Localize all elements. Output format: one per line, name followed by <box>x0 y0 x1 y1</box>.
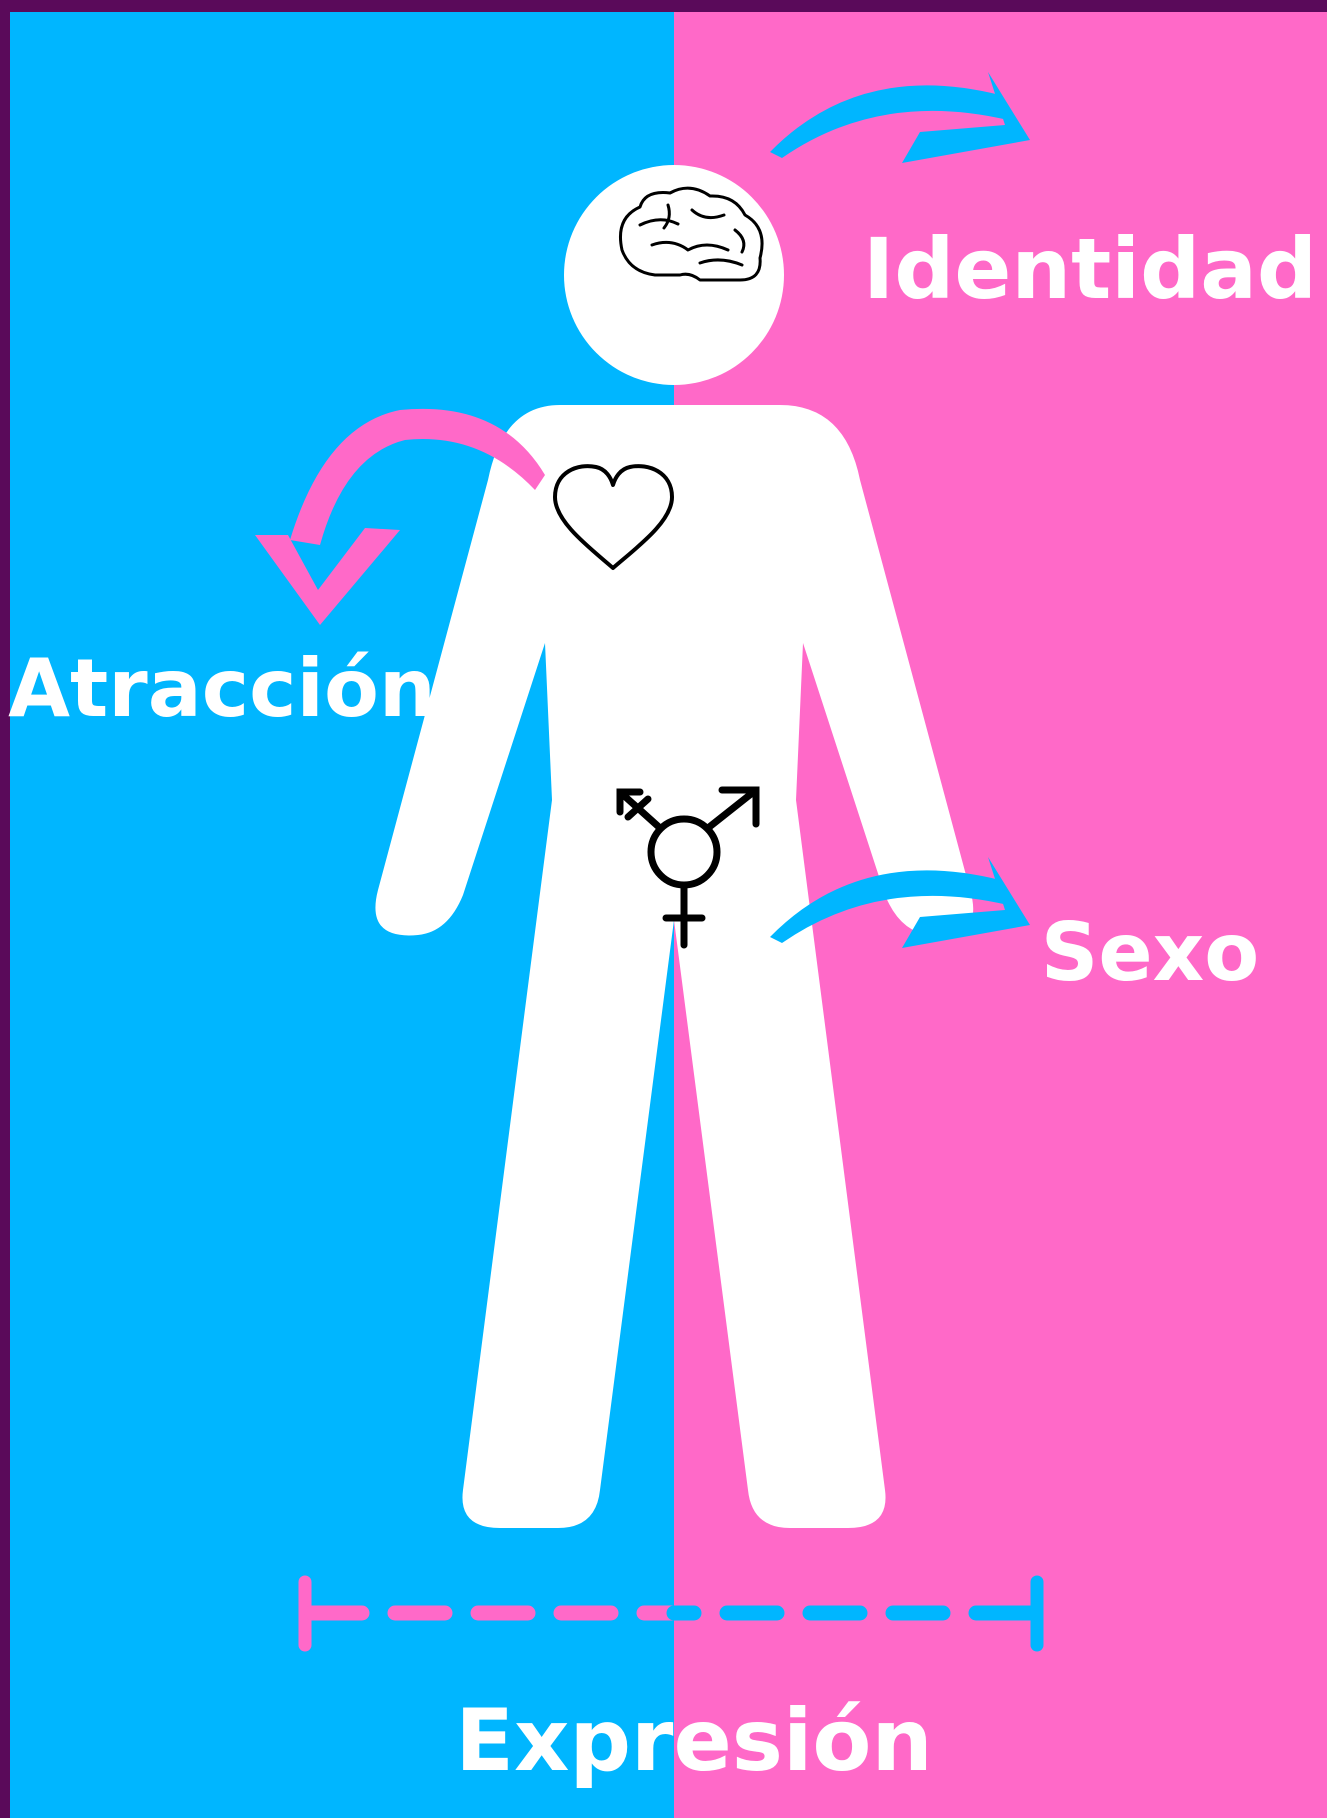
sex-arrow <box>770 857 1030 948</box>
attraction-arrow <box>255 408 545 625</box>
expression-label: Expresión <box>455 1691 933 1791</box>
attraction-label: Atracción <box>8 642 436 735</box>
sex-label: Sexo <box>1041 906 1259 999</box>
figure-body <box>375 405 974 1528</box>
expression-spectrum <box>298 1575 1044 1652</box>
identity-label: Identidad <box>863 220 1317 318</box>
transgender-symbol-icon <box>616 786 760 949</box>
brain-icon <box>619 186 764 282</box>
heart-icon <box>553 464 674 570</box>
identity-arrow <box>770 72 1030 163</box>
